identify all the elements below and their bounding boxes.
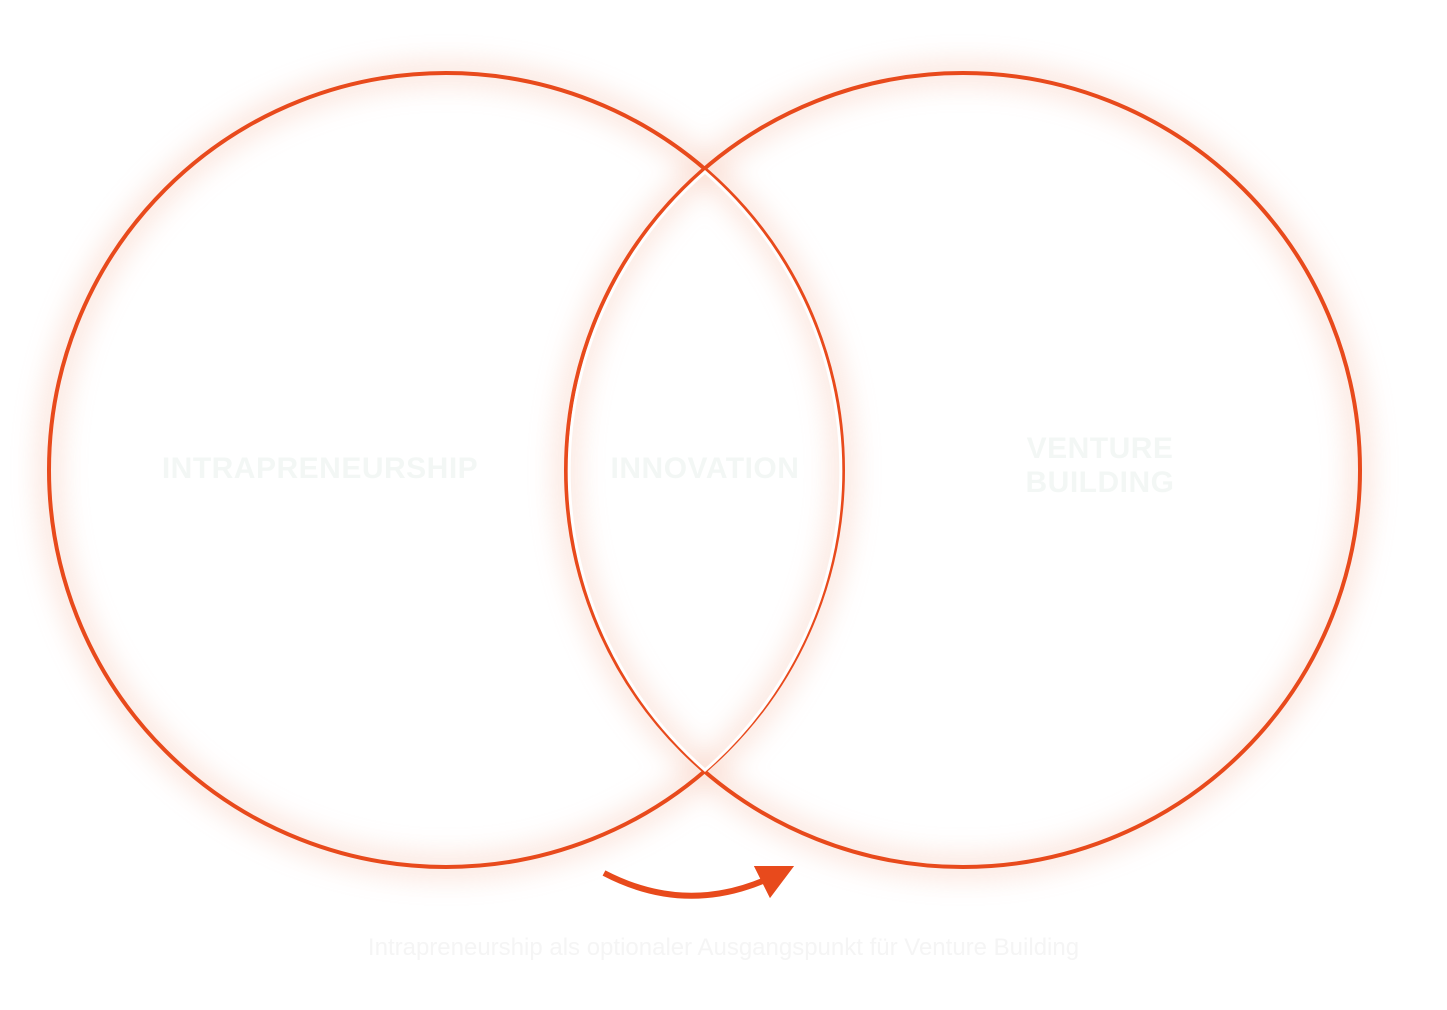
diagram-caption: Intrapreneurship als optionaler Ausgangs… [367, 934, 1080, 961]
venture-label-line1: VENTURE [1026, 432, 1174, 465]
venture-building-label: VENTURE BUILDING [1010, 432, 1190, 500]
flow-arrow [602, 865, 795, 899]
venture-label-line2: BUILDING [1025, 466, 1175, 499]
innovation-lens [567, 170, 843, 772]
innovation-label: INNOVATION [610, 452, 800, 485]
intrapreneurship-circle [47, 71, 845, 869]
venture-building-circle [564, 71, 1362, 869]
intrapreneurship-label: INTRAPRENEURSHIP [161, 452, 479, 485]
